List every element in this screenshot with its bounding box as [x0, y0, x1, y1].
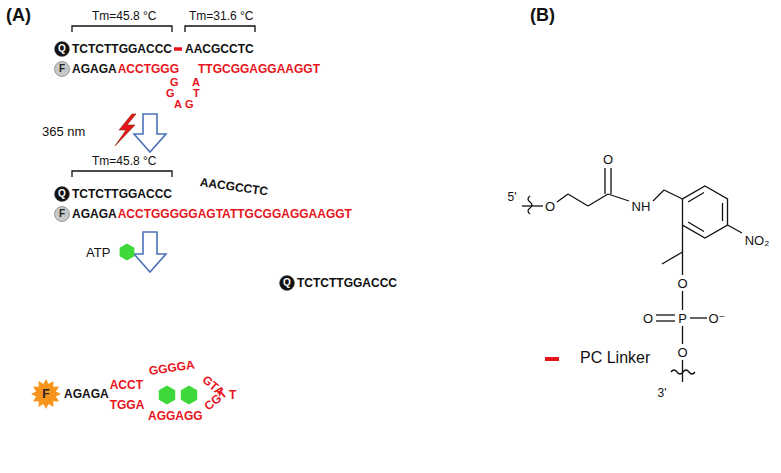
aptamer-sequence: T	[229, 389, 236, 401]
bond	[688, 222, 704, 232]
chemical-structure	[522, 168, 742, 382]
dna-sequence: AACGCCTC	[199, 176, 269, 197]
bond	[682, 291, 683, 310]
bond	[656, 320, 675, 321]
bond	[610, 168, 611, 194]
aptamer-base: T	[193, 88, 200, 99]
benzene-ring	[683, 186, 728, 238]
fluorophore-burst: F	[31, 379, 61, 409]
dna-sequence: AGAGA	[64, 388, 109, 400]
bond	[682, 326, 683, 344]
bond	[682, 360, 683, 382]
aptamer-base: G	[170, 77, 179, 88]
annotation: ATP	[86, 246, 110, 259]
tm-bracket	[72, 26, 172, 32]
aptamer-base: G	[166, 88, 175, 99]
panel-label: (B)	[530, 6, 555, 24]
bond	[722, 203, 723, 221]
dna-sequence: AGAGA	[72, 208, 117, 220]
bond	[664, 190, 683, 199]
atom-label: NO₂	[745, 234, 770, 247]
wavy-bond	[528, 196, 532, 214]
fluorophore-circle: F	[54, 206, 70, 222]
melting-temperature: Tm=45.8 °C	[92, 155, 157, 167]
bond	[557, 194, 568, 202]
node-letter: F	[59, 209, 65, 219]
tm-bracket	[185, 26, 255, 32]
tm-bracket	[72, 26, 255, 177]
node-letter: Q	[58, 189, 66, 199]
fluorophore-circle: F	[54, 61, 70, 77]
tm-bracket	[72, 171, 172, 177]
atom-label: P	[678, 312, 687, 325]
dna-sequence: TCTCTTGGACCC	[297, 277, 397, 289]
aptamer-sequence: TGGA	[110, 399, 145, 411]
dna-sequence: TCTCTTGGACCC	[72, 43, 172, 55]
bond	[728, 225, 743, 233]
strand-end: 5'	[508, 191, 517, 203]
node-letter: Q	[283, 278, 291, 288]
aptamer-sequence: TTGCGGAGGAAGGT	[198, 63, 320, 75]
atom-label: O	[643, 312, 653, 325]
bond	[690, 317, 707, 318]
annotation: 365 nm	[42, 125, 85, 138]
atom-label: O⁻	[709, 312, 726, 325]
panel-label: (A)	[6, 6, 31, 24]
step-arrow	[134, 114, 166, 152]
aptamer-sequence: CGT	[202, 387, 229, 412]
legend-swatch	[545, 357, 559, 361]
bond	[682, 225, 683, 252]
aptamer-base: G	[185, 99, 194, 110]
quencher-circle: Q	[54, 41, 70, 57]
quencher-circle: Q	[279, 275, 295, 291]
legend-text: PC Linker	[580, 350, 650, 366]
aptamer-base: A	[192, 77, 200, 88]
bond	[662, 252, 683, 264]
atom-label: NH	[632, 200, 651, 213]
atp-hexagon	[159, 386, 175, 405]
bond	[656, 314, 675, 315]
circle	[55, 62, 70, 77]
circle	[280, 276, 295, 291]
aptamer-sequence: ACCT	[110, 379, 143, 391]
aptamer-sequence: AGGAGG	[148, 410, 203, 422]
aptamer-sequence: ACCTGGGGGAGTATTGCGGAGGAAGGT	[118, 208, 352, 220]
aptamer-sequence: ACCTGGG	[118, 63, 179, 75]
circle	[55, 42, 70, 57]
bond	[682, 252, 683, 275]
dna-sequence: AGAGA	[72, 63, 117, 75]
quencher-circle: Q	[54, 186, 70, 202]
bond	[688, 193, 704, 203]
atom-label: O	[603, 153, 613, 166]
strand-end: 3'	[658, 387, 667, 399]
pc-linker-mark	[174, 47, 182, 51]
bond	[604, 168, 605, 194]
node-letter: F	[42, 388, 49, 400]
node-letter: F	[59, 64, 65, 74]
bond	[608, 194, 629, 201]
bond	[653, 190, 664, 201]
atom-label: O	[677, 346, 687, 359]
circle	[55, 187, 70, 202]
melting-temperature: Tm=45.8 °C	[92, 10, 157, 22]
wavy-bond	[671, 370, 695, 374]
aptamer-sequence: GGGGA	[148, 359, 195, 377]
circle	[55, 207, 70, 222]
node-letter: Q	[58, 44, 66, 54]
atom-label: O	[677, 277, 687, 290]
starburst	[31, 379, 61, 409]
step-arrow	[134, 232, 166, 272]
dna-sequence: TCTCTTGGACCC	[72, 188, 172, 200]
dna-sequence: AACGCCTC	[185, 43, 254, 55]
bond	[588, 194, 608, 206]
atp-hexagon	[181, 386, 197, 405]
melting-temperature: Tm=31.6 °C	[189, 10, 254, 22]
atom-label: O	[545, 200, 555, 213]
bond	[568, 194, 588, 206]
aptamer-base: A	[174, 99, 182, 110]
atp-hexagon	[120, 244, 135, 261]
light-bolt	[115, 114, 136, 146]
